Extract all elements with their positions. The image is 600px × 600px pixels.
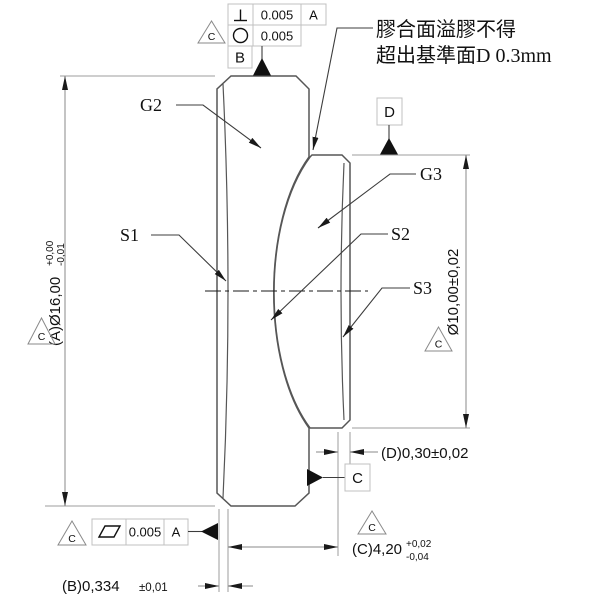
arrow-inner-dia-top — [463, 155, 469, 169]
arrow-step-left — [324, 449, 338, 455]
svg-text:C: C — [208, 31, 216, 43]
svg-text:C: C — [368, 522, 376, 534]
datum-a-triangle — [201, 523, 218, 540]
flatness-icon — [97, 525, 122, 538]
arrow-outer-dia-bottom — [62, 492, 68, 506]
dim-total-thickness-text: (C)4,20 — [352, 541, 402, 558]
datum-b-triangle — [253, 58, 271, 76]
dim-total-thickness-tol-lower: -0,04 — [406, 552, 429, 563]
circularity-icon — [232, 27, 249, 44]
lens-g3-body — [273, 154, 351, 429]
dim-outer-diameter-tol-upper: +0,00 — [45, 240, 56, 266]
label-s3: S3 — [413, 278, 432, 298]
leader-note — [312, 27, 373, 151]
leader-s1 — [151, 234, 227, 282]
surface-s3-curve — [340, 162, 345, 421]
fcf-top: 0.005 A 0.005 B — [227, 3, 327, 76]
datum-c: C — [307, 463, 371, 492]
leader-s2 — [270, 233, 388, 321]
arrow-total-right — [324, 544, 338, 550]
flag-triangle-top-left: C — [197, 20, 226, 44]
svg-text:C: C — [38, 331, 46, 343]
arrow-inner-dia-bottom — [463, 414, 469, 428]
arrow-step-right — [350, 449, 364, 455]
datum-c-triangle — [307, 469, 323, 486]
fcf-top-row1-datum: A — [309, 8, 318, 23]
datum-d: D — [376, 97, 403, 155]
flag-triangle-right: C — [424, 325, 453, 352]
label-s2: S2 — [391, 224, 410, 244]
flag-triangle-left: C — [27, 316, 56, 345]
label-g2: G2 — [140, 95, 162, 115]
arrow-outer-dia-top — [62, 76, 68, 90]
flag-triangle-bottom-left: C — [57, 520, 87, 546]
dim-outer-diameter-tol-lower: -0,01 — [56, 243, 67, 266]
leader-g2 — [176, 104, 262, 149]
note-line1: 膠合面溢膠不得 — [376, 18, 516, 41]
fcf-top-row2-tolerance: 0.005 — [261, 29, 294, 44]
label-g3: G3 — [420, 164, 442, 184]
svg-text:C: C — [68, 533, 76, 545]
arrow-edge-right — [228, 583, 242, 589]
datum-b-label: B — [235, 50, 245, 67]
dim-edge-thickness-tol: ±0,01 — [139, 582, 168, 594]
dim-step-text: (D)0,30±0,02 — [381, 445, 468, 462]
note-line2: 超出基準面D 0.3mm — [376, 44, 552, 67]
datum-d-triangle — [380, 138, 398, 155]
dim-inner-diameter-text: Ø10,00±0,02 — [445, 249, 462, 336]
dim-total-thickness-tol-upper: +0,02 — [406, 539, 432, 550]
label-s1: S1 — [120, 225, 139, 245]
svg-text:C: C — [435, 339, 443, 351]
fcf-top-row1-tolerance: 0.005 — [261, 8, 294, 23]
fcf-bottom-tolerance: 0.005 — [129, 525, 162, 540]
flag-triangle-bottom-center: C — [357, 510, 387, 535]
fcf-bottom: 0.005 A — [91, 518, 218, 546]
leader-s3 — [342, 287, 410, 338]
fcf-bottom-datum: A — [172, 525, 181, 540]
datum-c-label: C — [352, 470, 363, 487]
leader-g3 — [317, 173, 416, 229]
arrow-total-left — [228, 544, 242, 550]
dim-edge-thickness-text: (B)0,334 — [62, 578, 120, 595]
perpendicularity-icon — [234, 9, 247, 22]
arrow-edge-left — [205, 583, 219, 589]
dim-outer-diameter-text: (A)Ø16,00 — [47, 277, 64, 346]
datum-d-label: D — [384, 104, 395, 121]
